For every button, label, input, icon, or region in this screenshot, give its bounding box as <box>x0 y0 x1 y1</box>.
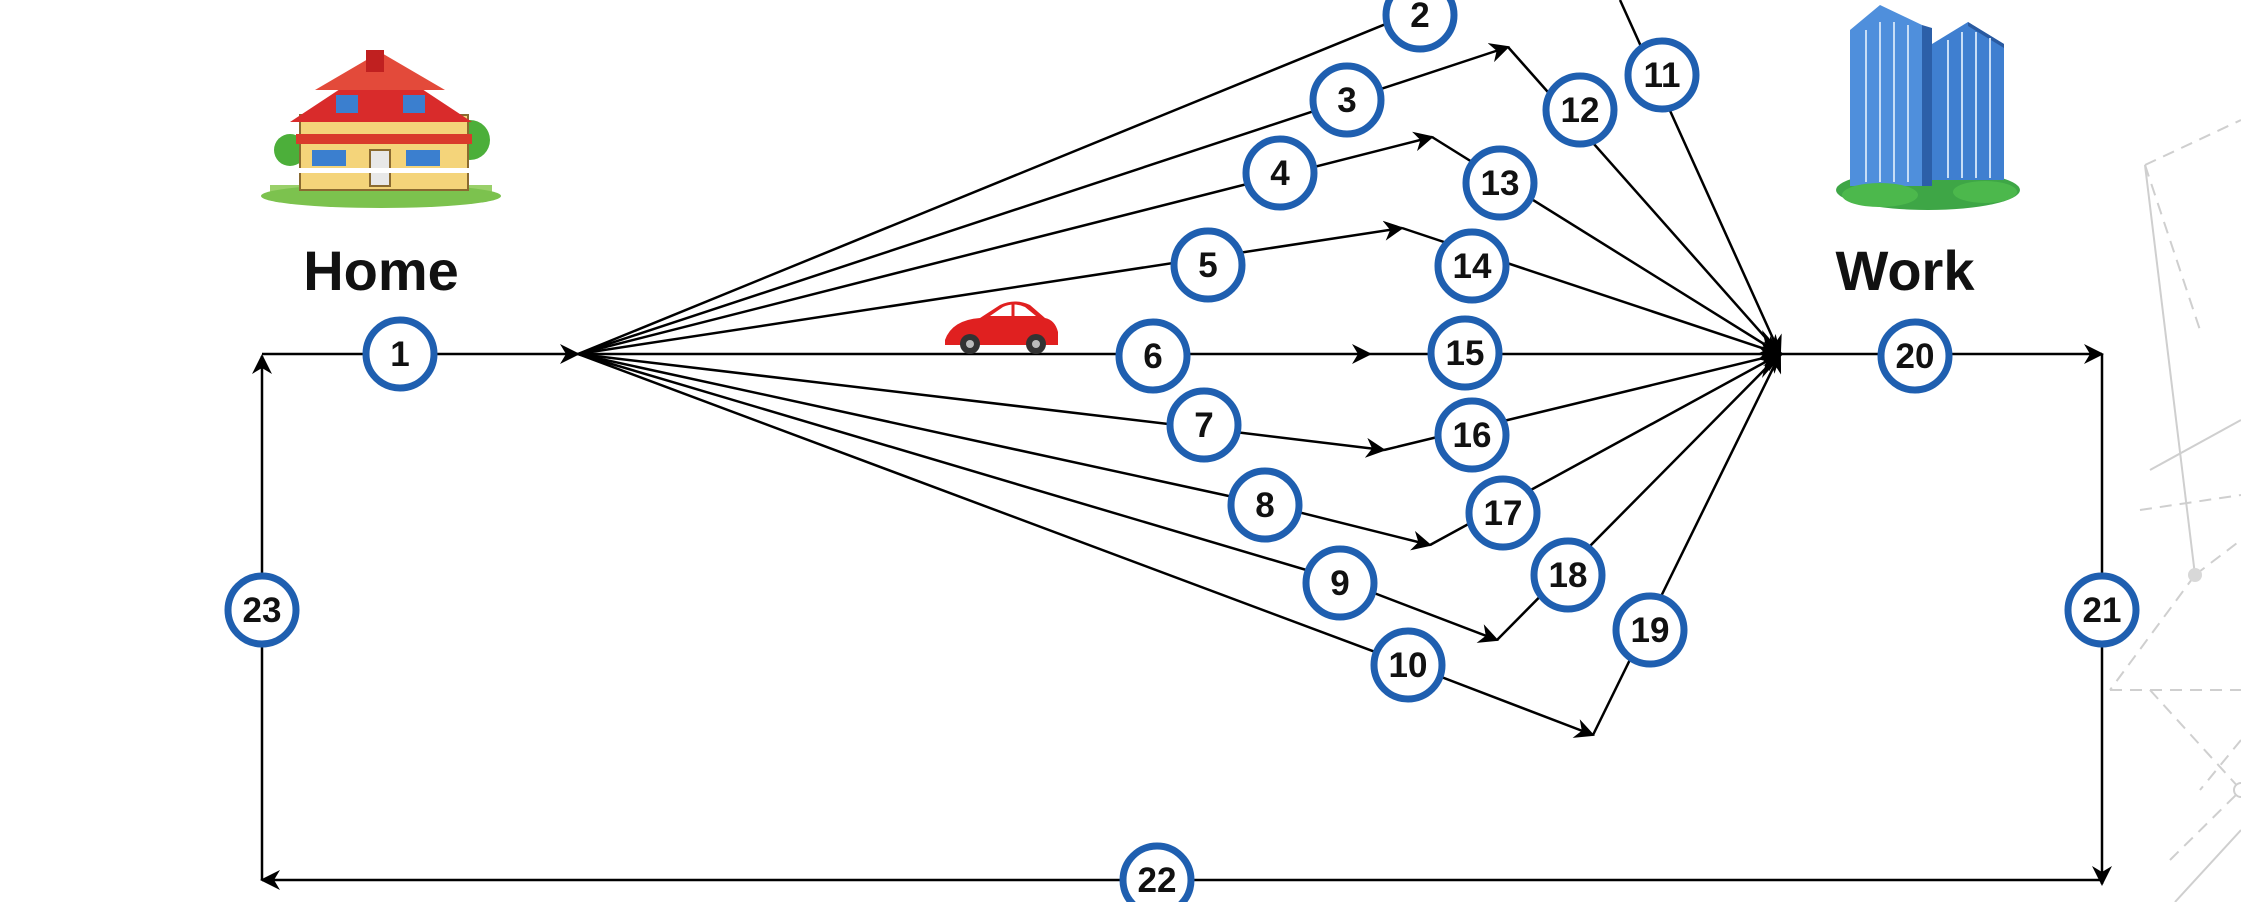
node-12: 12 <box>1542 72 1618 148</box>
node-1-label: 1 <box>390 335 409 374</box>
node-1: 1 <box>362 316 438 392</box>
node-11-label: 11 <box>1644 56 1681 95</box>
node-23-label: 23 <box>243 591 282 630</box>
node-22-label: 22 <box>1138 861 1177 900</box>
home-label: Home <box>303 239 459 302</box>
node-13-label: 13 <box>1481 164 1520 203</box>
node-20: 20 <box>1877 318 1953 394</box>
node-3: 3 <box>1309 62 1385 138</box>
node-13: 13 <box>1462 145 1538 221</box>
node-15-label: 15 <box>1446 334 1485 373</box>
work-junction <box>1762 330 1783 378</box>
nodes: 1 2 3 4 5 6 7 8 9 10 11 12 13 14 15 16 1… <box>224 0 2140 902</box>
background-decoration <box>2109 119 2241 902</box>
node-3-label: 3 <box>1337 81 1356 120</box>
node-4: 4 <box>1242 135 1318 211</box>
node-18-label: 18 <box>1549 556 1588 595</box>
node-19: 19 <box>1612 592 1688 668</box>
node-21-label: 21 <box>2083 591 2122 630</box>
work-label: Work <box>1836 239 1976 302</box>
node-23: 23 <box>224 572 300 648</box>
node-21: 21 <box>2064 572 2140 648</box>
node-16-label: 16 <box>1453 416 1492 455</box>
node-19-label: 19 <box>1631 611 1670 650</box>
node-6-label: 6 <box>1143 337 1162 376</box>
car-icon <box>945 301 1058 354</box>
node-17-label: 17 <box>1484 494 1523 533</box>
node-20-label: 20 <box>1896 337 1935 376</box>
node-8: 8 <box>1227 467 1303 543</box>
node-9: 9 <box>1302 545 1378 621</box>
node-14-label: 14 <box>1453 247 1492 286</box>
node-16: 16 <box>1434 397 1510 473</box>
node-7-label: 7 <box>1194 406 1213 445</box>
node-5-label: 5 <box>1198 246 1217 285</box>
node-2-label: 2 <box>1410 0 1429 35</box>
node-22: 22 <box>1119 842 1195 902</box>
node-9-label: 9 <box>1330 564 1349 603</box>
node-2: 2 <box>1382 0 1458 53</box>
node-18: 18 <box>1530 537 1606 613</box>
node-10: 10 <box>1370 627 1446 703</box>
node-12-label: 12 <box>1561 91 1600 130</box>
node-8-label: 8 <box>1255 486 1274 525</box>
house-icon <box>261 50 501 208</box>
node-10-label: 10 <box>1389 646 1428 685</box>
node-14: 14 <box>1434 228 1510 304</box>
node-11: 11 <box>1624 37 1700 113</box>
node-5: 5 <box>1170 227 1246 303</box>
node-6: 6 <box>1115 318 1191 394</box>
node-17: 17 <box>1465 475 1541 551</box>
office-building-icon <box>1836 5 2020 210</box>
node-4-label: 4 <box>1270 154 1290 193</box>
node-15: 15 <box>1427 315 1503 391</box>
node-7: 7 <box>1166 387 1242 463</box>
